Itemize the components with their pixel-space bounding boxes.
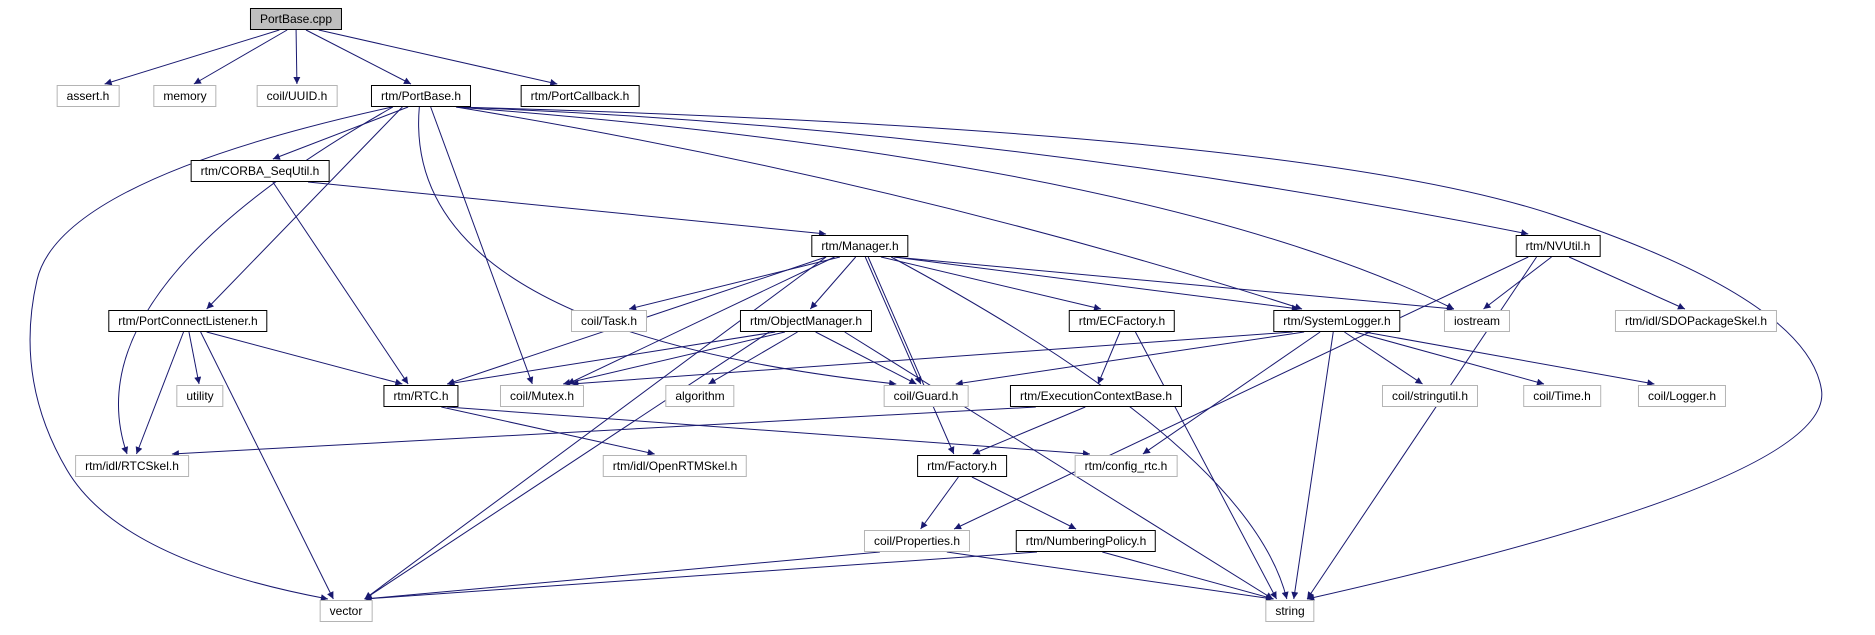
edge-pcl-to-rtc (206, 331, 403, 386)
edge-portbase-to-iostream (455, 106, 1455, 310)
node-time: coil/Time.h (1523, 385, 1601, 407)
node-stringutil: coil/stringutil.h (1381, 385, 1479, 407)
node-ecbase[interactable]: rtm/ExecutionContextBase.h (1009, 385, 1183, 407)
node-nvutil[interactable]: rtm/NVUtil.h (1515, 235, 1601, 257)
node-mutex: coil/Mutex.h (499, 385, 585, 407)
edge-pcl-to-vector (200, 331, 334, 600)
node-openrtmskel: rtm/idl/OpenRTMSkel.h (602, 455, 748, 477)
edge-factory-to-properties (920, 476, 959, 530)
node-manager[interactable]: rtm/Manager.h (811, 235, 909, 257)
edge-syslog-to-stringutil (1344, 331, 1423, 385)
node-portbase[interactable]: rtm/PortBase.h (370, 85, 472, 107)
edge-syslog-to-time (1354, 331, 1545, 386)
edge-portbase-to-sequtil (272, 106, 409, 160)
edge-manager-to-task (628, 256, 841, 311)
node-guard: coil/Guard.h (883, 385, 969, 407)
edge-syslog-to-guard (955, 331, 1305, 387)
edge-paths-group (29, 29, 1823, 603)
edge-properties-to-string (946, 551, 1273, 602)
node-logger: coil/Logger.h (1637, 385, 1727, 407)
node-task: coil/Task.h (570, 310, 648, 332)
node-ecfactory[interactable]: rtm/ECFactory.h (1068, 310, 1176, 332)
node-syslog[interactable]: rtm/SystemLogger.h (1273, 310, 1401, 332)
edge-syslog-to-mutex (571, 331, 1293, 387)
edge-manager-to-string (890, 256, 1289, 600)
edge-manager-to-iostream (893, 256, 1454, 312)
edge-syslog-to-configrtc (1142, 331, 1321, 455)
node-memory: memory (153, 85, 217, 107)
node-algorithm: algorithm (665, 385, 735, 407)
node-iostream: iostream (1443, 310, 1511, 332)
edge-objmgr-to-vector (364, 331, 770, 600)
edge-pbcpp-to-memory (193, 29, 288, 85)
edge-portbase-to-vector (29, 106, 393, 602)
edge-nvutil-to-sdoskel (1568, 256, 1686, 310)
node-vector: vector (319, 600, 373, 622)
edge-manager-to-guard (864, 256, 922, 385)
edge-objmgr-to-rtc (447, 331, 776, 387)
edge-ecfactory-to-string (1134, 331, 1278, 600)
edge-ecbase-to-rtcskel (171, 406, 1036, 458)
node-uuid: coil/UUID.h (256, 85, 338, 107)
edge-manager-to-ecfactory (880, 256, 1102, 311)
edge-portbase-to-mutex (430, 106, 534, 385)
edge-objmgr-to-string (844, 331, 1274, 600)
edge-rtc-to-openrtmskel (441, 406, 655, 456)
edge-ecbase-to-factory (972, 406, 1086, 455)
node-properties: coil/Properties.h (863, 530, 971, 552)
node-pbcpp: PortBase.cpp (249, 8, 343, 30)
edge-syslog-to-logger (1364, 331, 1655, 387)
edge-properties-to-vector (364, 551, 880, 602)
node-configrtc: rtm/config_rtc.h (1074, 455, 1178, 477)
edge-objmgr-to-algorithm (708, 331, 798, 385)
edge-numbering-to-vector (364, 551, 1038, 603)
edge-pcl-to-utility (188, 331, 202, 385)
edge-portbase-to-guard (418, 106, 897, 387)
edge-syslog-to-string (1291, 331, 1334, 600)
edge-portbase-to-nvutil (455, 106, 1529, 237)
edge-factory-to-numbering (971, 476, 1077, 530)
node-assert: assert.h (56, 85, 120, 107)
edge-pbcpp-to-portcallback (318, 29, 558, 86)
edge-ecfactory-to-ecbase (1097, 331, 1121, 385)
edge-portbase-to-syslog (455, 106, 1303, 311)
edge-rtc-to-configrtc (447, 406, 1090, 457)
node-pcl[interactable]: rtm/PortConnectListener.h (108, 310, 268, 332)
edge-sequtil-to-rtc (272, 181, 409, 385)
node-numbering[interactable]: rtm/NumberingPolicy.h (1015, 530, 1157, 552)
edge-pbcpp-to-uuid (293, 29, 301, 85)
edge-sequtil-to-manager (307, 181, 827, 237)
edge-portbase-to-rtcskel (118, 106, 394, 455)
node-rtc[interactable]: rtm/RTC.h (383, 385, 459, 407)
edge-manager-to-factory (867, 256, 955, 455)
node-sequtil[interactable]: rtm/CORBA_SeqUtil.h (190, 160, 330, 182)
edge-nvutil-to-properties (953, 256, 1529, 530)
edge-pbcpp-to-assert (104, 29, 280, 86)
edge-portbase-to-string (455, 106, 1823, 601)
edge-portbase-to-pcl (206, 106, 403, 310)
edge-objmgr-to-guard (815, 331, 917, 385)
node-factory[interactable]: rtm/Factory.h (917, 455, 1007, 477)
node-rtcskel: rtm/idl/RTCSkel.h (75, 455, 189, 477)
edge-objmgr-to-mutex (563, 331, 785, 386)
edge-manager-to-syslog (893, 256, 1299, 312)
node-utility: utility (176, 385, 224, 407)
edge-manager-to-objmgr (809, 256, 857, 310)
edge-numbering-to-string (1102, 551, 1274, 601)
node-objmgr[interactable]: rtm/ObjectManager.h (739, 310, 873, 332)
node-sdoskel: rtm/idl/SDOPackageSkel.h (1614, 310, 1778, 332)
node-portcallback[interactable]: rtm/PortCallback.h (520, 85, 640, 107)
edge-manager-to-mutex (567, 256, 835, 385)
edge-nvutil-to-iostream (1483, 256, 1552, 310)
node-string: string (1265, 600, 1315, 622)
edge-pcl-to-rtcskel (135, 331, 184, 455)
edge-pbcpp-to-portbase (305, 29, 412, 85)
